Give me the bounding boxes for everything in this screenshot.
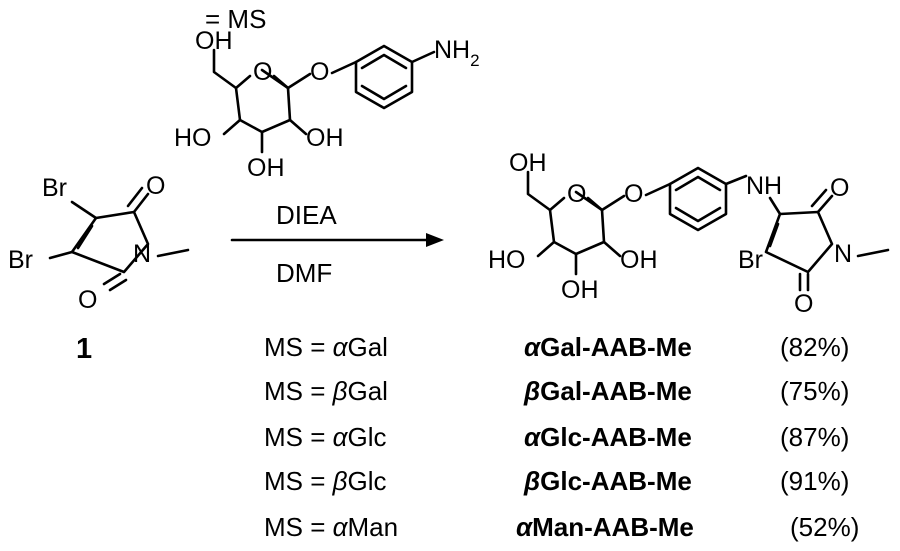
condition-reagent: DIEA: [276, 200, 337, 230]
product-name: αMan-AAB-Me: [516, 512, 694, 542]
product-name: βGlc-AAB-Me: [523, 466, 692, 496]
ms-label: MS = αGlc: [264, 422, 386, 452]
product-benzene-double-1: [674, 175, 722, 192]
product-name: αGal-AAB-Me: [524, 332, 692, 362]
reagent-amino-group: NH2: [434, 36, 480, 70]
reagent-oh-6: OH: [195, 27, 233, 55]
br-bottom: Br: [8, 246, 33, 274]
product-c2-bond: [602, 240, 622, 258]
product-table: MS = αGal αGal-AAB-Me (82%) MS = βGal βG…: [264, 332, 859, 542]
product-maleimide-double: [768, 222, 780, 248]
table-row: MS = αGal αGal-AAB-Me (82%): [264, 332, 849, 362]
reagent-ring-o-bond-left: [234, 74, 252, 90]
maleimide-br-bonds: [70, 200, 98, 220]
product-aryl-n-bond: [724, 174, 748, 186]
product-ch2oh-bonds: [526, 170, 552, 212]
reagent-benzene-double-1: [360, 53, 408, 70]
product-benzene-ring: [668, 166, 728, 232]
product-benzene-double-2: [674, 206, 722, 223]
br-top: Br: [42, 174, 67, 202]
product-nh: NH: [746, 172, 782, 200]
reagent-ring-o-bond-right: [272, 74, 290, 90]
maleimide-carbonyl-top-2: [126, 186, 144, 208]
maleimide-double-bond: [76, 224, 94, 250]
product-yield: (52%): [790, 512, 859, 542]
reagent-anomeric-bond: [286, 72, 312, 90]
maleimide-oxygen-bottom: O: [78, 286, 97, 314]
reagent-aryl-n-bond: [410, 50, 436, 64]
product-structure: O OH HO OH OH O NH O O Br N: [488, 149, 890, 318]
maleimide-carbonyl-top-1: [132, 192, 150, 214]
ms-label: MS = αGal: [264, 332, 388, 362]
product-anomeric-bond: [600, 194, 626, 212]
product-yield: (87%): [780, 422, 849, 452]
reagent-benzene-ring: [354, 44, 414, 110]
product-ho-4: HO: [488, 246, 526, 274]
product-ring-o-bond-right: [586, 196, 604, 212]
product-nh-ring-bond: [768, 196, 782, 216]
reagent-benzene-double-2: [360, 84, 408, 101]
product-anomeric-oxygen: O: [624, 180, 643, 208]
product-yield: (82%): [780, 332, 849, 362]
ms-label: MS = βGal: [264, 376, 388, 406]
compound-number: 1: [76, 333, 92, 365]
table-row: MS = αMan αMan-AAB-Me (52%): [264, 512, 859, 542]
maleimide-carbonyl-bottom-1: [102, 272, 122, 286]
table-row: MS = βGal βGal-AAB-Me (75%): [264, 376, 849, 406]
product-carbonyl-top-1: [816, 194, 834, 214]
condition-solvent: DMF: [276, 258, 332, 288]
product-oh-6: OH: [509, 149, 547, 177]
product-c4-bond: [536, 240, 556, 258]
product-br: Br: [738, 246, 763, 274]
product-ring-oxygen: O: [567, 180, 586, 208]
dibromomaleimide-structure: Br Br O O N 1: [8, 172, 190, 365]
maleimide-nitrogen: N: [133, 240, 151, 268]
reagent-equals-ms-label: = MS: [205, 4, 266, 34]
table-row: MS = αGlc αGlc-AAB-Me (87%): [264, 422, 849, 452]
product-n-methyl: [856, 248, 890, 258]
ms-label: MS = αMan: [264, 512, 398, 542]
reagent-c2-bond: [288, 118, 308, 136]
product-yield: (91%): [780, 466, 849, 496]
product-maleimide-ring: [764, 210, 834, 274]
reagent-ho-4: HO: [174, 124, 212, 152]
product-carbonyl-top-2: [810, 188, 828, 208]
maleimide-oxygen-top: O: [146, 172, 165, 200]
maleimide-n-methyl: [156, 248, 190, 258]
ms-label: MS = βGlc: [264, 466, 387, 496]
reagent-oh-3: OH: [247, 154, 285, 182]
product-oh-3: OH: [561, 276, 599, 304]
reagent-oh-2: OH: [306, 124, 344, 152]
product-oxygen-top: O: [830, 174, 849, 202]
reaction-arrow-group: DIEA DMF: [230, 200, 444, 288]
reagent-ch2oh-bonds: [212, 48, 238, 90]
table-row: MS = βGlc βGlc-AAB-Me (91%): [264, 466, 849, 496]
product-o-aryl-bond: [644, 182, 672, 197]
reagent-c4-bond: [222, 118, 242, 136]
product-name: αGlc-AAB-Me: [524, 422, 692, 452]
product-yield: (75%): [780, 376, 849, 406]
maleimide-carbonyl-bottom-2: [108, 278, 128, 292]
product-nitrogen: N: [834, 240, 852, 268]
maleimide-br2-bond: [48, 250, 74, 260]
product-name: βGal-AAB-Me: [523, 376, 692, 406]
reagent-o-aryl-bond: [330, 60, 358, 75]
reaction-arrow-head: [426, 233, 444, 247]
product-oh-2: OH: [620, 246, 658, 274]
reagent-ring-oxygen: O: [253, 58, 272, 86]
product-oxygen-bottom: O: [794, 290, 813, 318]
product-ring-o-bond-left: [548, 196, 566, 212]
reagent-ms-structure: = MS O OH HO OH OH O NH2: [174, 4, 480, 182]
reagent-anomeric-oxygen: O: [310, 58, 329, 86]
maleimide-ring: [70, 210, 150, 274]
